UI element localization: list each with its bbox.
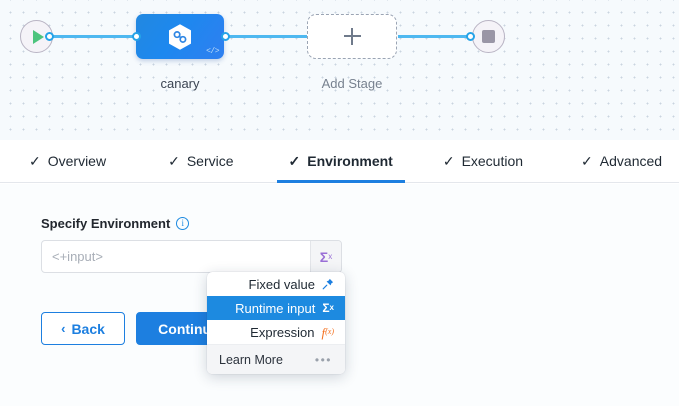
stage-setup-tabbar: ✓ Overview ✓ Service ✓ Environment ✓ Exe… bbox=[0, 140, 679, 183]
check-icon: ✓ bbox=[581, 153, 593, 169]
continue-button-label: Continue bbox=[158, 320, 219, 337]
tab-overview-label: Overview bbox=[47, 153, 107, 169]
dropdown-item-expression[interactable]: Expression f(x) bbox=[207, 320, 345, 344]
tab-advanced[interactable]: ✓ Advanced bbox=[581, 140, 662, 183]
plus-icon bbox=[343, 28, 361, 45]
tab-overview[interactable]: ✓ Overview bbox=[29, 140, 106, 183]
dropdown-item-fixed-value-label: Fixed value bbox=[248, 276, 315, 292]
play-icon bbox=[32, 29, 44, 44]
fx-icon: f(x) bbox=[321, 324, 334, 340]
stage-label-canary: canary bbox=[160, 76, 200, 91]
add-stage-label: Add Stage bbox=[321, 76, 383, 91]
stop-icon bbox=[482, 30, 495, 43]
specify-environment-input-group: Σx bbox=[41, 240, 342, 273]
sigma-sup-x: x bbox=[328, 252, 333, 261]
pipeline-canvas[interactable]: </> canary Add Stage bbox=[0, 0, 679, 140]
check-icon: ✓ bbox=[168, 153, 180, 169]
ellipsis-icon[interactable]: ••• bbox=[314, 352, 332, 367]
tab-service[interactable]: ✓ Service bbox=[168, 140, 233, 183]
learn-more-label: Learn More bbox=[219, 352, 283, 367]
back-button-label: Back bbox=[71, 320, 105, 337]
back-button[interactable]: ‹ Back bbox=[41, 312, 125, 345]
tab-service-label: Service bbox=[186, 153, 234, 169]
tab-environment[interactable]: ✓ Environment bbox=[276, 140, 406, 183]
chevron-left-icon: ‹ bbox=[61, 321, 66, 336]
check-icon: ✓ bbox=[442, 153, 455, 169]
stage-node-canary[interactable]: </> bbox=[136, 14, 224, 59]
check-icon: ✓ bbox=[29, 153, 41, 169]
harness-cd-hexagon-icon bbox=[169, 23, 191, 50]
sigma-icon: Σ bbox=[319, 248, 329, 265]
add-stage-node[interactable] bbox=[307, 14, 397, 59]
connector-start-to-stage bbox=[48, 35, 140, 38]
page-title: Specify Environment bbox=[41, 216, 171, 231]
tab-execution[interactable]: ✓ Execution bbox=[443, 140, 523, 183]
info-icon[interactable]: i bbox=[176, 217, 190, 230]
dropdown-item-runtime-input-label: Runtime input bbox=[235, 300, 316, 316]
end-node-input-port[interactable] bbox=[466, 32, 475, 41]
start-node-output-port[interactable] bbox=[45, 32, 54, 41]
tab-execution-label: Execution bbox=[461, 153, 524, 169]
stage-output-port[interactable] bbox=[221, 32, 230, 41]
pin-icon bbox=[322, 278, 334, 290]
stage-input-port[interactable] bbox=[132, 32, 141, 41]
check-icon: ✓ bbox=[288, 153, 301, 169]
tab-environment-label: Environment bbox=[307, 153, 393, 169]
specify-environment-label-row: Specify Environment i bbox=[41, 216, 190, 231]
dropdown-item-expression-label: Expression bbox=[250, 324, 315, 340]
connector-add-to-end bbox=[398, 35, 474, 38]
tab-advanced-label: Advanced bbox=[599, 153, 663, 169]
dropdown-learn-more-row[interactable]: Learn More ••• bbox=[207, 344, 345, 374]
code-badge-icon: </> bbox=[206, 47, 219, 56]
pipeline-end-node[interactable] bbox=[472, 20, 505, 53]
specify-environment-input[interactable] bbox=[42, 241, 310, 272]
connector-stage-to-add bbox=[228, 35, 308, 38]
dropdown-item-fixed-value[interactable]: Fixed value bbox=[207, 272, 345, 296]
